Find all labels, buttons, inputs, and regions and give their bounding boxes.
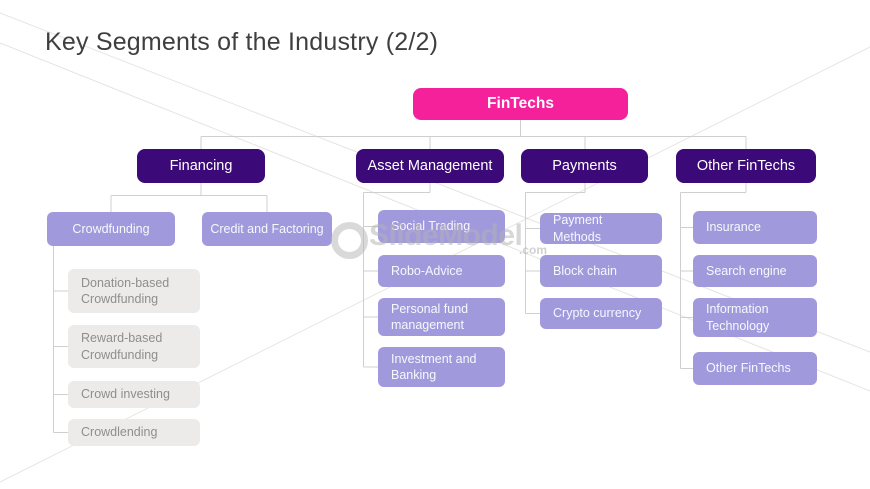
node-other-fintechs: Other FinTechs bbox=[676, 149, 816, 183]
node-crypto-currency: Crypto currency bbox=[540, 298, 662, 329]
node-crowdlending: Crowdlending bbox=[68, 419, 200, 446]
node-fintechs: FinTechs bbox=[413, 88, 628, 120]
node-asset-management: Asset Management bbox=[356, 149, 504, 183]
node-robo-advice: Robo-Advice bbox=[378, 255, 505, 287]
node-payments: Payments bbox=[521, 149, 648, 183]
node-other-fintechs-child: Other FinTechs bbox=[693, 352, 817, 385]
node-block-chain: Block chain bbox=[540, 255, 662, 287]
node-personal-fund-management: Personal fund management bbox=[378, 298, 505, 336]
node-information-technology: Information Technology bbox=[693, 298, 817, 337]
node-insurance: Insurance bbox=[693, 211, 817, 244]
page-title: Key Segments of the Industry (2/2) bbox=[45, 28, 439, 56]
node-reward-based-crowdfunding: Reward-based Crowdfunding bbox=[68, 325, 200, 368]
node-financing: Financing bbox=[137, 149, 265, 183]
node-investment-and-banking: Investment and Banking bbox=[378, 347, 505, 387]
node-donation-based-crowdfunding: Donation-based Crowdfunding bbox=[68, 269, 200, 313]
watermark-diagonal-lines bbox=[0, 12, 870, 483]
node-social-trading: Social Trading bbox=[378, 210, 505, 243]
node-credit-and-factoring: Credit and Factoring bbox=[202, 212, 332, 246]
node-crowdfunding: Crowdfunding bbox=[47, 212, 175, 246]
node-payment-methods: Payment Methods bbox=[540, 213, 662, 244]
node-crowd-investing: Crowd investing bbox=[68, 381, 200, 408]
node-search-engine: Search engine bbox=[693, 255, 817, 287]
tree-connectors bbox=[53, 120, 747, 433]
